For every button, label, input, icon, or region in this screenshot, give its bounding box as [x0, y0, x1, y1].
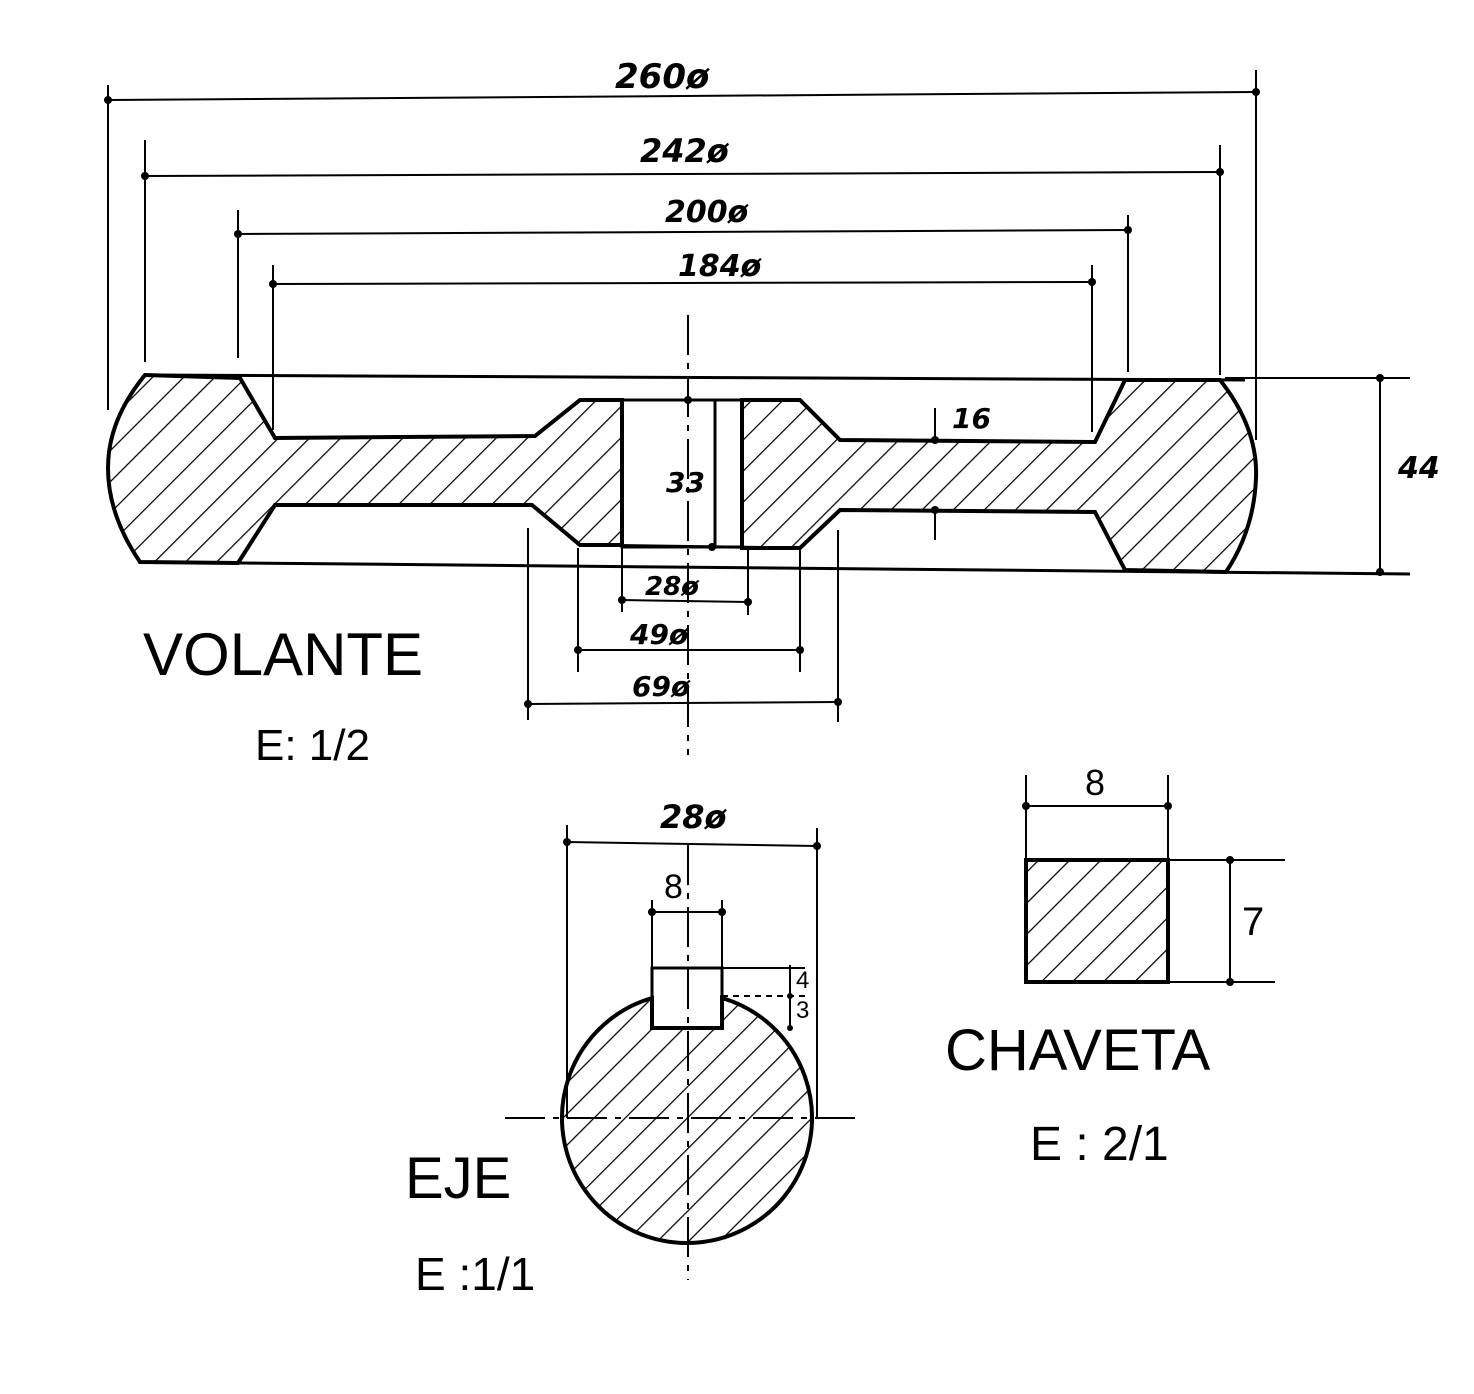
shaft-dim-label-3: 3 [796, 997, 809, 1024]
dimension-ticks [104, 88, 1384, 708]
dim-line-260 [107, 91, 1257, 101]
eje-title: EJE [405, 1146, 511, 1211]
volante-title: VOLANTE [143, 621, 423, 688]
eje-section: 28ø 8 4 3 EJE E :1/1 [405, 798, 860, 1300]
key-dim-label-8: 8 [1085, 762, 1105, 803]
volante-section: 260ø 242ø 200ø 184ø 16 33 44 28ø 49ø 69ø… [104, 57, 1440, 770]
dim-label-242: 242ø [640, 132, 730, 170]
dim-line-69 [527, 701, 839, 705]
shaft-keyway [650, 966, 724, 1030]
dim-label-44: 44 [1397, 451, 1440, 486]
shaft-dim-label-4: 4 [796, 967, 809, 994]
key-dimension-ticks [1022, 802, 1234, 986]
dim-label-69: 69ø [632, 670, 691, 703]
dim-label-184: 184ø [678, 249, 762, 284]
dim-line-28 [621, 599, 749, 603]
key-hatched-section [1024, 858, 1170, 984]
flywheel-bottom-edge [137, 560, 1411, 576]
chaveta-section: 8 7 CHAVETA E : 2/1 [945, 762, 1285, 1171]
chaveta-scale: E : 2/1 [1030, 1118, 1169, 1171]
eje-scale: E :1/1 [415, 1248, 535, 1300]
dim-label-16: 16 [952, 402, 991, 435]
shaft-dimension-ticks [563, 838, 821, 1031]
dim-line-184 [272, 281, 1093, 285]
flywheel-top-edge [144, 373, 1246, 382]
volante-scale: E: 1/2 [255, 721, 370, 770]
shaft-dim-label-28: 28ø [660, 798, 728, 836]
dim-line-242 [144, 171, 1221, 177]
chaveta-title: CHAVETA [945, 1018, 1211, 1083]
dim-label-260: 260ø [615, 57, 710, 97]
dim-line-28 [566, 841, 818, 847]
key-dim-label-7: 7 [1242, 900, 1264, 944]
dim-label-49: 49ø [629, 618, 689, 651]
dim-label-200: 200ø [665, 195, 749, 230]
dim-line-200 [237, 229, 1129, 235]
dim-label-28-bore: 28ø [645, 572, 700, 602]
dim-label-33: 33 [666, 466, 705, 499]
hub-bottom-edge [579, 543, 801, 550]
shaft-dim-label-8: 8 [664, 868, 683, 906]
